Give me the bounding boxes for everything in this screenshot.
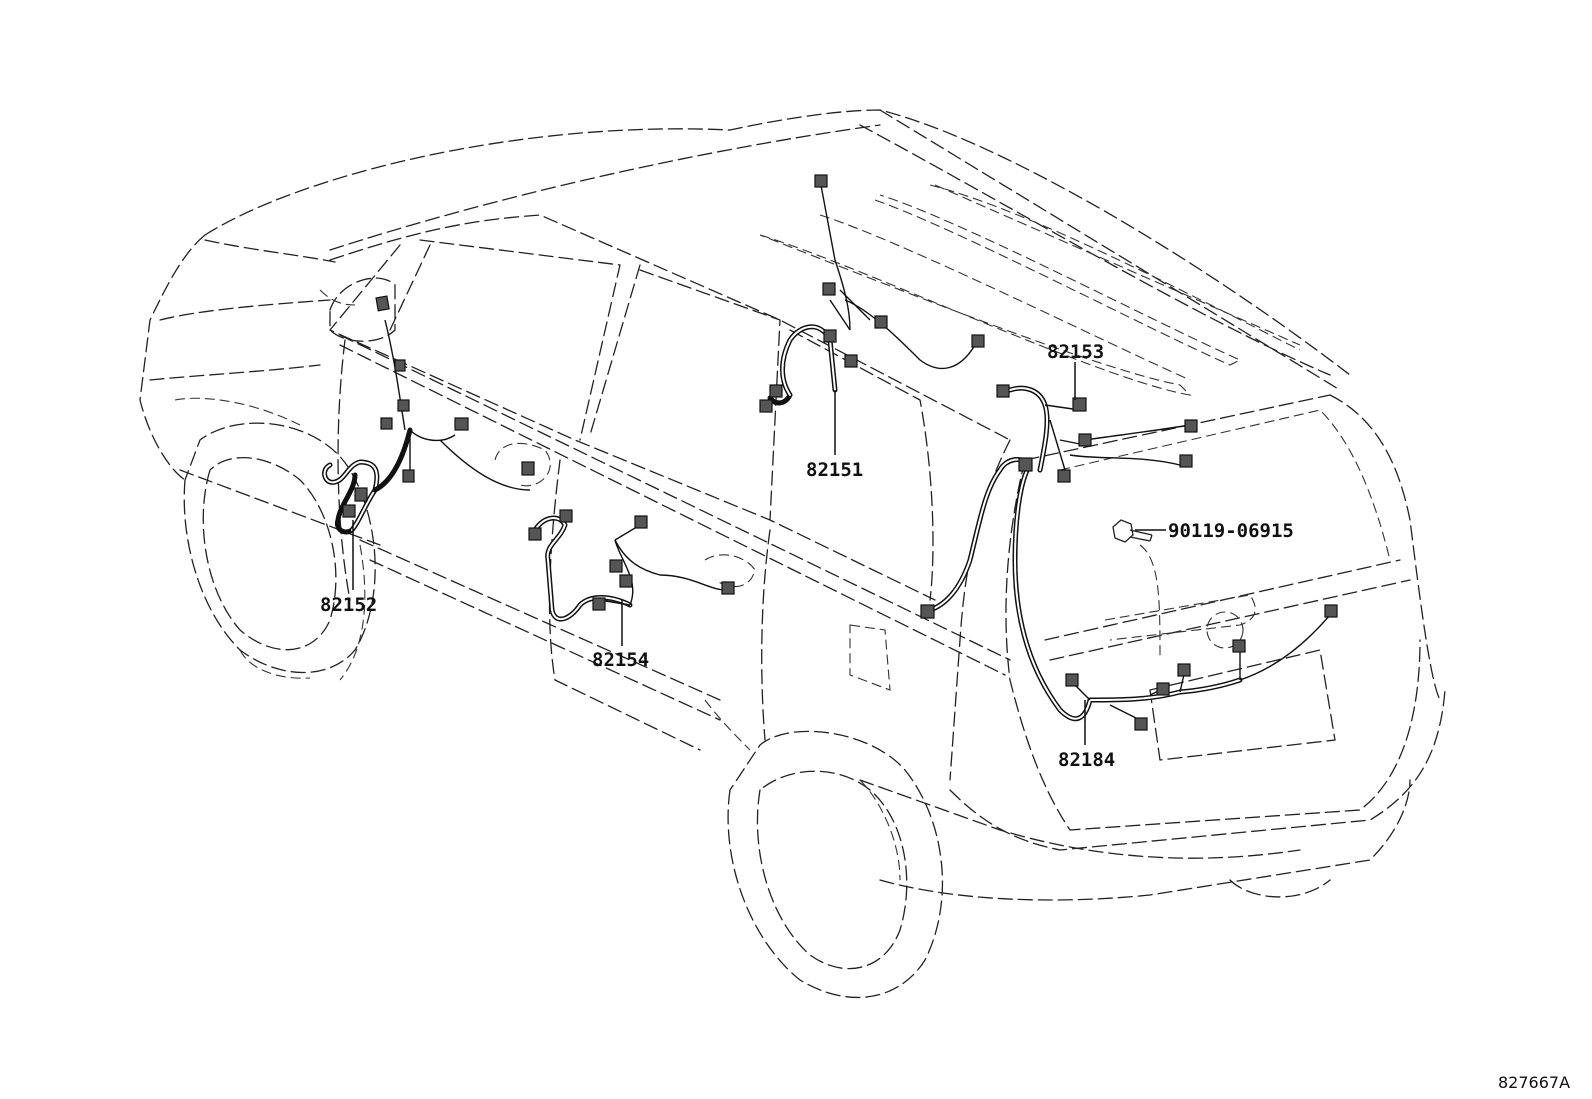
bolt-90119-06915[interactable] bbox=[1112, 519, 1161, 661]
part-label-82153[interactable]: 82153 bbox=[1047, 341, 1104, 363]
rear-wheel bbox=[704, 699, 944, 999]
part-label-82152[interactable]: 82152 bbox=[320, 594, 377, 616]
connector bbox=[394, 359, 406, 372]
connector bbox=[1072, 397, 1087, 412]
connector bbox=[528, 527, 542, 541]
harness-82153[interactable] bbox=[996, 384, 1198, 483]
connector bbox=[1179, 454, 1193, 468]
connector bbox=[454, 417, 469, 431]
vehicle-body-outline bbox=[139, 109, 1446, 901]
connector bbox=[721, 581, 735, 595]
harness-82154[interactable] bbox=[528, 509, 735, 622]
connector bbox=[874, 315, 888, 329]
connector bbox=[822, 282, 836, 296]
harness-82184[interactable] bbox=[920, 457, 1338, 731]
connector bbox=[814, 174, 828, 188]
connector bbox=[1177, 663, 1191, 677]
connector bbox=[521, 461, 535, 476]
connector bbox=[1324, 604, 1338, 618]
part-label-82184[interactable]: 82184 bbox=[1058, 749, 1115, 771]
connector bbox=[380, 417, 393, 430]
connector bbox=[619, 574, 633, 588]
connector bbox=[1184, 419, 1198, 433]
part-label-90119-06915[interactable]: 90119-06915 bbox=[1168, 520, 1294, 542]
connector bbox=[634, 515, 648, 529]
connector bbox=[971, 334, 985, 348]
connector bbox=[769, 384, 783, 398]
part-label-82154[interactable]: 82154 bbox=[592, 649, 649, 671]
harness-82151[interactable] bbox=[759, 174, 985, 413]
connector bbox=[375, 295, 390, 312]
connector bbox=[1134, 717, 1148, 731]
connector bbox=[1156, 682, 1170, 696]
connector bbox=[592, 597, 606, 611]
part-label-82151[interactable]: 82151 bbox=[806, 459, 863, 481]
connector bbox=[559, 509, 573, 523]
connector bbox=[1057, 469, 1071, 483]
connector bbox=[342, 504, 356, 518]
connector bbox=[1078, 433, 1092, 447]
connector bbox=[354, 487, 368, 502]
front-wheel bbox=[174, 397, 376, 681]
connector bbox=[996, 384, 1010, 398]
connector bbox=[844, 354, 858, 368]
connector bbox=[1065, 673, 1079, 687]
connector bbox=[823, 329, 837, 343]
part-labels: 82152 82151 82153 82154 82184 90119-0691… bbox=[320, 341, 1294, 771]
leader-lines bbox=[352, 362, 1166, 745]
connector bbox=[397, 399, 410, 412]
connector bbox=[920, 604, 935, 619]
connector bbox=[759, 399, 773, 413]
connector bbox=[1232, 639, 1246, 653]
harness-82152[interactable] bbox=[322, 295, 535, 535]
connector bbox=[1018, 457, 1033, 472]
connector bbox=[402, 469, 415, 483]
connector bbox=[609, 559, 623, 573]
figure-id: 827667A bbox=[1498, 1073, 1570, 1092]
